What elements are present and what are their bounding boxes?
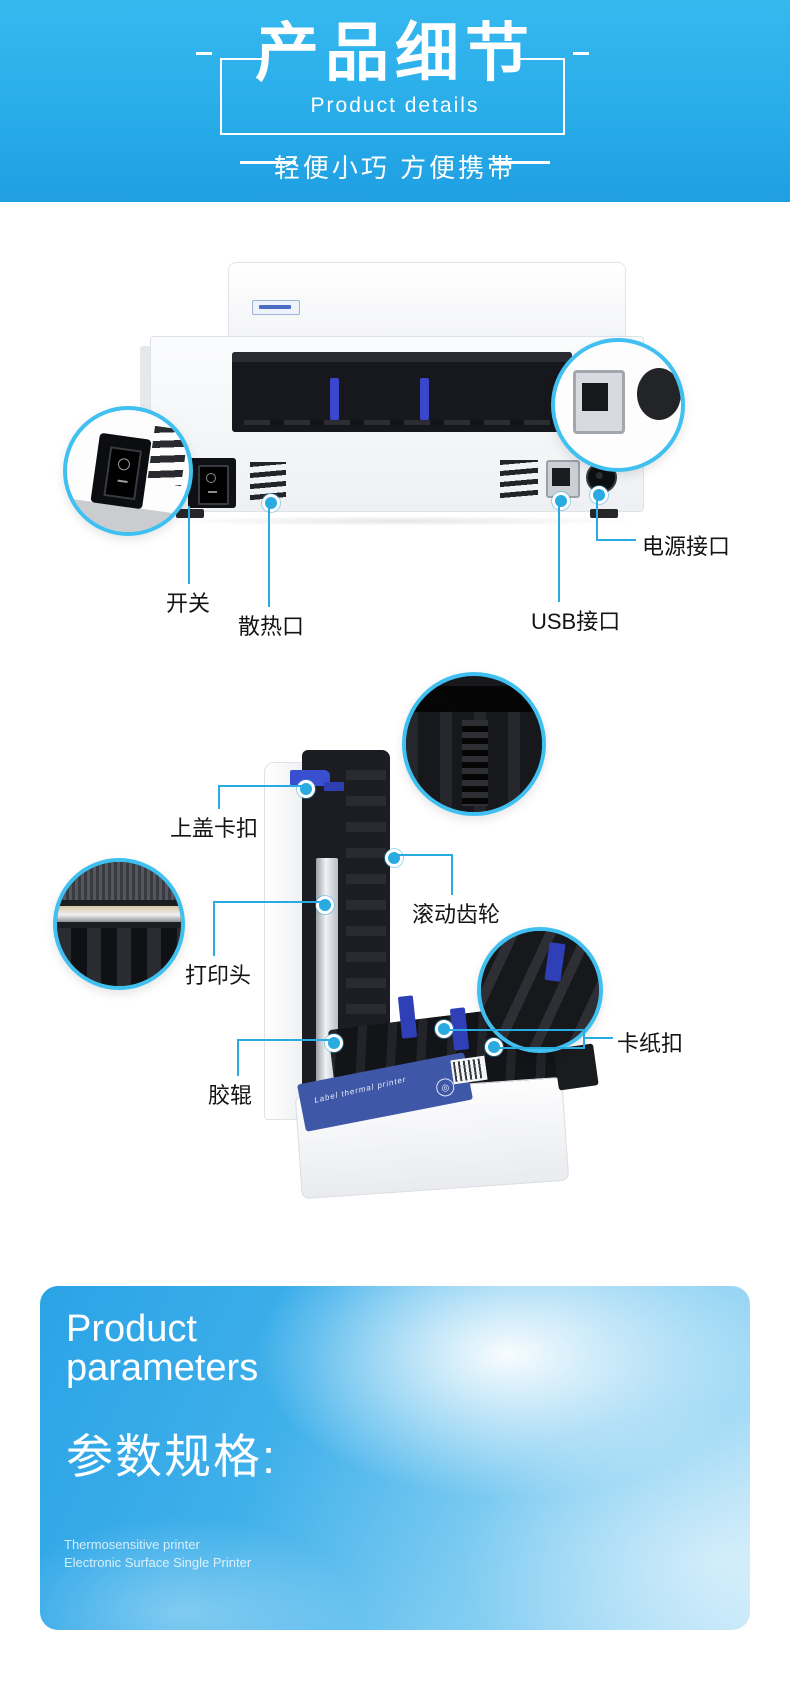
parameters-note-line2: Electronic Surface Single Printer [64, 1555, 252, 1570]
parameters-heading-zh: 参数规格: [66, 1430, 278, 1483]
paper-guide-tab-right [420, 378, 429, 420]
title-side-dash-left [196, 52, 212, 55]
tray-guide-clip-left [397, 995, 418, 1039]
switch-off-mark [206, 473, 216, 483]
callout-dot-gear [385, 849, 403, 867]
parameters-panel [40, 1286, 750, 1630]
callout-line-switch [188, 506, 190, 584]
printer-brand-badge [252, 300, 300, 315]
gear-zoom-band [406, 686, 542, 712]
callout-label-cover-clip: 上盖卡扣 [170, 816, 259, 841]
callout-label-roller: 胶辊 [208, 1083, 253, 1108]
callout-line-vent [268, 506, 270, 607]
callout-line-paper-clip-3 [585, 1037, 613, 1039]
callout-line-printhead-h [213, 901, 322, 903]
switch-on-mark [208, 491, 217, 493]
parameters-title-line1: Product [66, 1308, 197, 1350]
callout-line-cover-clip-v [218, 785, 220, 809]
gear-zoom-circle [402, 672, 546, 816]
callout-line-paper-clip-1 [447, 1029, 585, 1031]
switch-zoom-switch [90, 432, 152, 510]
switch-zoom-circle [63, 406, 193, 536]
parameters-title-en: Product parameters [66, 1310, 466, 1388]
base-barcode-sticker [450, 1055, 488, 1085]
callout-label-vent: 散热口 [238, 614, 305, 639]
callout-line-paper-clip-v [583, 1029, 585, 1049]
title-frame-top-right [519, 58, 565, 60]
power-switch[interactable] [188, 458, 236, 508]
printhead-zoom-top [57, 862, 181, 900]
tagline-dash-left [240, 161, 296, 164]
parameters-note-line1: Thermosensitive printer [64, 1537, 200, 1552]
callout-line-roller-v [237, 1039, 239, 1076]
callout-dot-roller [325, 1034, 343, 1052]
printhead-zoom-ribs [57, 928, 181, 986]
title-frame-left [220, 58, 222, 135]
switch-zoom-off-mark [117, 457, 131, 472]
tagline-dash-right [494, 161, 550, 164]
callout-line-power-v [596, 498, 598, 541]
callout-label-switch: 开关 [166, 591, 211, 616]
switch-zoom-rocker [103, 446, 143, 501]
callout-label-printhead: 打印头 [185, 963, 252, 988]
title-side-dash-right [573, 52, 589, 55]
callout-line-roller-h [237, 1039, 331, 1041]
callout-label-usb: USB接口 [531, 609, 621, 634]
callout-line-usb [558, 504, 560, 602]
heat-vent-right [500, 460, 538, 498]
printer-foot-left [176, 509, 204, 518]
header-banner [0, 0, 790, 202]
usb-zoom-port-inner [582, 383, 608, 411]
callout-label-gear: 滚动齿轮 [412, 902, 501, 927]
callout-line-gear-h [391, 854, 452, 856]
power-jack-pin [596, 472, 603, 479]
title-frame-right [563, 58, 565, 135]
switch-zoom-vents [147, 425, 189, 487]
paper-slot-edge [232, 352, 572, 362]
power-switch-rocker[interactable] [198, 465, 229, 505]
gear-zoom-gear [462, 720, 488, 806]
paper-guide-tab-left [330, 378, 339, 420]
callout-dot-usb [552, 492, 570, 510]
callout-dot-vent [262, 494, 280, 512]
top-cover-clip-lever [324, 782, 344, 791]
callout-line-power-h [596, 539, 636, 541]
paper-slot-rail [244, 420, 560, 425]
callout-dot-printhead [316, 896, 334, 914]
usb-zoom-port [573, 370, 625, 434]
title-frame-top-left [220, 58, 266, 60]
callout-label-paper-clip: 卡纸扣 [617, 1031, 684, 1056]
callout-dot-cover-clip [297, 780, 315, 798]
callout-line-printhead-v [213, 901, 215, 956]
switch-zoom-on-mark [117, 479, 128, 484]
usb-zoom-circle [551, 338, 685, 472]
usb-port-inner [552, 468, 570, 486]
page-title: 产品细节 [255, 17, 535, 89]
title-frame-bottom [220, 133, 565, 135]
callout-dot-power [590, 486, 608, 504]
callout-label-power: 电源接口 [642, 534, 731, 559]
printhead-zoom-bar [57, 906, 181, 922]
callout-line-paper-clip-2 [497, 1047, 585, 1049]
printer-foot-right [590, 509, 618, 518]
usb-port [546, 460, 580, 498]
page-subtitle: Product details [310, 94, 480, 117]
callout-line-gear-v [451, 854, 453, 895]
parameters-title-line2: parameters [66, 1347, 259, 1389]
base-rear-part [553, 1043, 599, 1091]
printer-shadow [160, 516, 640, 526]
printhead-zoom-circle [53, 858, 185, 990]
paper-slot [232, 352, 572, 432]
usb-zoom-jack [637, 368, 681, 420]
callout-line-cover-clip-h [219, 785, 303, 787]
tagline: 轻便小巧 方便携带 [273, 153, 517, 183]
printer-brand-badge-mark [259, 305, 291, 309]
